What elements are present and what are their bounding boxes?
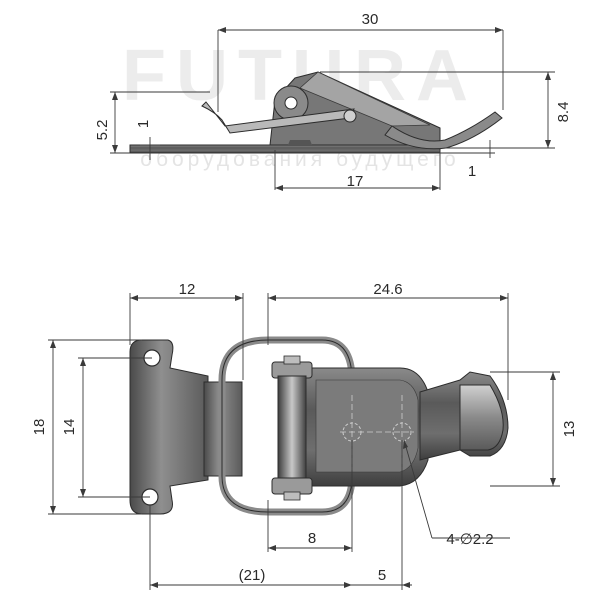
dim-thickness-right: 1	[468, 163, 476, 180]
dim-width-top: 30	[362, 11, 379, 28]
side-hook	[384, 111, 503, 150]
side-base-plate	[129, 144, 441, 154]
dim-height-left: 5.2	[94, 120, 111, 141]
dim-thickness-left: 1	[135, 120, 152, 128]
dim-body-length: 24.6	[373, 281, 402, 298]
dim-hole-offset: 8	[308, 530, 316, 547]
top-hinge-roller	[277, 375, 307, 479]
dim-hole-spacing: 14	[61, 419, 78, 436]
side-view: 30 8.4 17 1 5.2 1	[94, 11, 572, 191]
dim-base-width: 12	[179, 281, 196, 298]
dim-hole-pitch: 5	[378, 567, 386, 584]
dim-total-ref: (21)	[239, 567, 266, 584]
top-hook-tip	[459, 384, 504, 451]
dim-hook-width: 13	[561, 421, 578, 438]
dim-base-length: 17	[347, 173, 364, 190]
top-base-plate	[129, 339, 209, 515]
dim-hole-note: 4-∅2.2	[446, 531, 493, 548]
watermark-tagline: оборудования будущего	[140, 148, 459, 171]
dim-base-height: 18	[31, 419, 48, 436]
side-dimension-lines	[110, 29, 555, 190]
dim-height-right: 8.4	[555, 102, 572, 123]
top-dimension-lines	[48, 293, 560, 590]
top-view: 12 24.6 18 14 13 8 (21) 5 4-∅2.2	[31, 281, 578, 590]
